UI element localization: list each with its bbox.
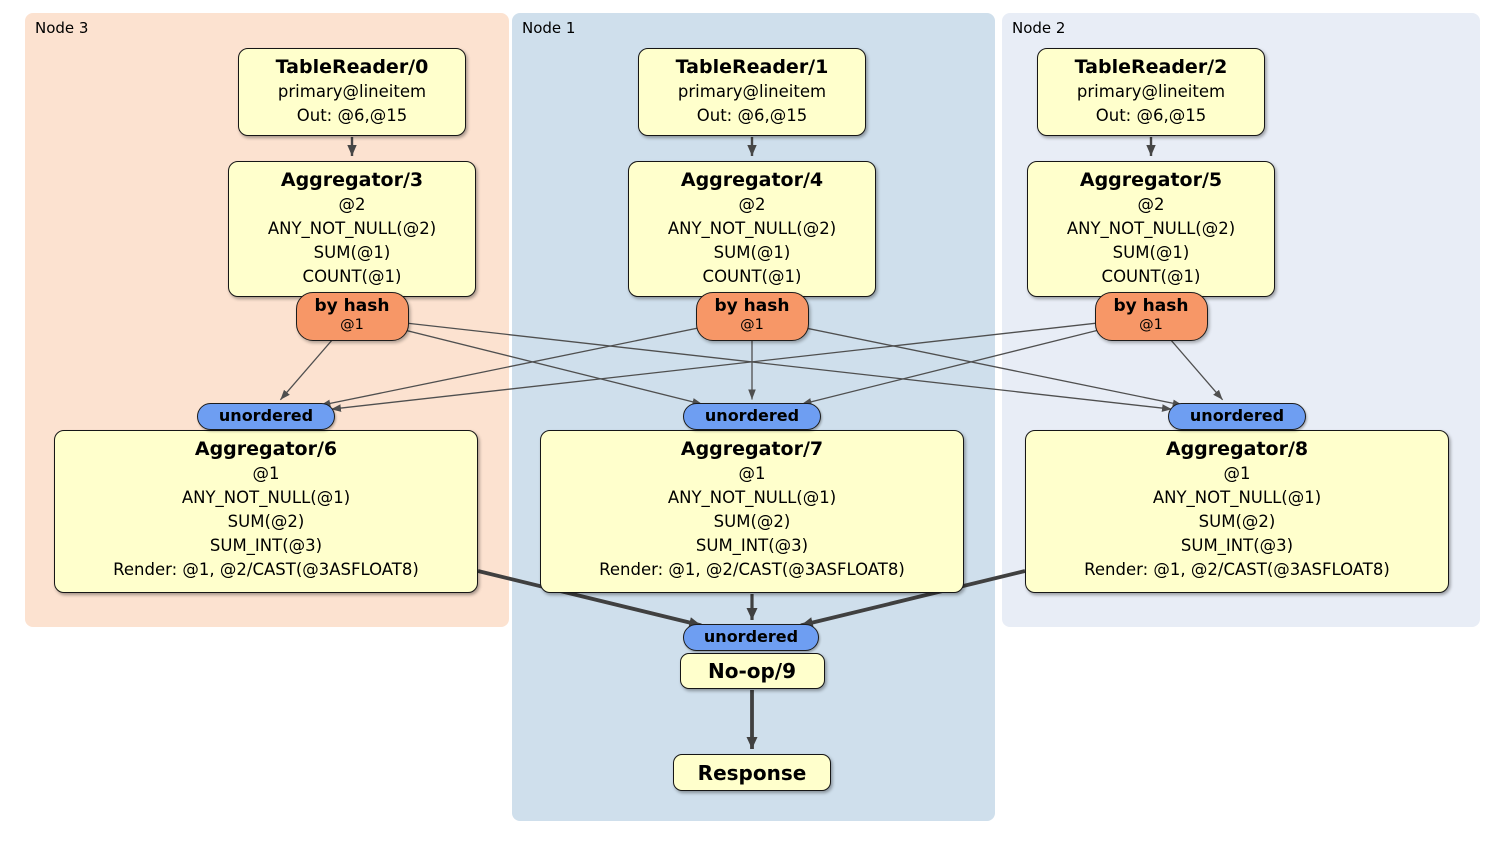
- hash-router-pill: by hash@1: [295, 292, 409, 341]
- router-detail: @1: [340, 317, 364, 333]
- final-unordered-stream-pill: unordered: [683, 624, 819, 651]
- router-label: by hash: [714, 296, 790, 316]
- box-line: COUNT(@1): [302, 267, 402, 286]
- edge: [320, 316, 753, 408]
- box-line: ANY_NOT_NULL(@1): [181, 488, 351, 507]
- edge: [801, 316, 1152, 406]
- stream-label: unordered: [704, 406, 800, 425]
- box-title: Aggregator/8: [1165, 438, 1309, 460]
- noop-box: No-op/9: [679, 653, 825, 689]
- box-line: COUNT(@1): [1101, 267, 1201, 286]
- box-line: @1: [1223, 464, 1251, 483]
- box-line: ANY_NOT_NULL(@1): [1152, 488, 1322, 507]
- box-line: SUM_INT(@3): [695, 536, 809, 555]
- box-line: @2: [738, 195, 766, 214]
- unordered-stream-pill: unordered: [1168, 403, 1306, 430]
- box-title: TableReader/0: [275, 56, 429, 78]
- box-line: SUM(@1): [313, 243, 391, 262]
- box-line: ANY_NOT_NULL(@1): [667, 488, 837, 507]
- unordered-stream-pill: unordered: [197, 403, 335, 430]
- box-line: Out: @6,@15: [696, 106, 808, 125]
- stream-label: unordered: [218, 406, 314, 425]
- unordered-stream-pill: unordered: [683, 403, 821, 430]
- box-line: Render: @1, @2/CAST(@3ASFLOAT8): [113, 560, 419, 579]
- box-line: @1: [738, 464, 766, 483]
- box-line: @2: [338, 195, 366, 214]
- box-line: Out: @6,@15: [296, 106, 408, 125]
- box-line: primary@lineitem: [1076, 82, 1226, 101]
- box-line: ANY_NOT_NULL(@2): [667, 219, 837, 238]
- box-line: COUNT(@1): [702, 267, 802, 286]
- edge: [351, 316, 1173, 412]
- region-label-node-2: Node 2: [1012, 19, 1066, 37]
- router-label: by hash: [314, 296, 390, 316]
- box-line: SUM_INT(@3): [209, 536, 323, 555]
- box-title: Aggregator/7: [680, 438, 824, 460]
- box-line: primary@lineitem: [677, 82, 827, 101]
- hash-router-pill: by hash@1: [695, 292, 809, 341]
- box-line: SUM(@2): [713, 512, 791, 531]
- region-label-node-3: Node 3: [35, 19, 89, 37]
- box-title: Aggregator/3: [280, 169, 424, 191]
- router-label: by hash: [1113, 296, 1189, 316]
- router-detail: @1: [740, 317, 764, 333]
- box-title: TableReader/2: [1074, 56, 1228, 78]
- edge: [330, 316, 1152, 412]
- region-label-node-1: Node 1: [522, 19, 576, 37]
- box-line: Render: @1, @2/CAST(@3ASFLOAT8): [599, 560, 905, 579]
- box-line: Out: @6,@15: [1095, 106, 1207, 125]
- box-title: Response: [697, 760, 807, 785]
- box-line: ANY_NOT_NULL(@2): [1066, 219, 1236, 238]
- box-title: Aggregator/4: [680, 169, 824, 191]
- box-title: Aggregator/6: [194, 438, 338, 460]
- box-line: SUM_INT(@3): [1180, 536, 1294, 555]
- box-line: @1: [252, 464, 280, 483]
- box-line: Render: @1, @2/CAST(@3ASFLOAT8): [1084, 560, 1390, 579]
- box-line: SUM(@2): [1198, 512, 1276, 531]
- stream-label: unordered: [1189, 406, 1285, 425]
- router-detail: @1: [1139, 317, 1163, 333]
- box-title: TableReader/1: [675, 56, 829, 78]
- box-line: @2: [1137, 195, 1165, 214]
- response-box: Response: [673, 754, 831, 791]
- edge: [351, 316, 703, 406]
- box-line: SUM(@1): [1112, 243, 1190, 262]
- edge: [800, 569, 1026, 628]
- box-line: primary@lineitem: [277, 82, 427, 101]
- hash-router-pill: by hash@1: [1094, 292, 1208, 341]
- box-title: Aggregator/5: [1079, 169, 1223, 191]
- box-line: ANY_NOT_NULL(@2): [267, 219, 437, 238]
- edge: [751, 316, 1183, 408]
- edge: [477, 569, 702, 628]
- box-line: SUM(@1): [713, 243, 791, 262]
- box-title: No-op/9: [707, 659, 797, 683]
- box-line: SUM(@2): [227, 512, 305, 531]
- stream-label: unordered: [703, 627, 799, 646]
